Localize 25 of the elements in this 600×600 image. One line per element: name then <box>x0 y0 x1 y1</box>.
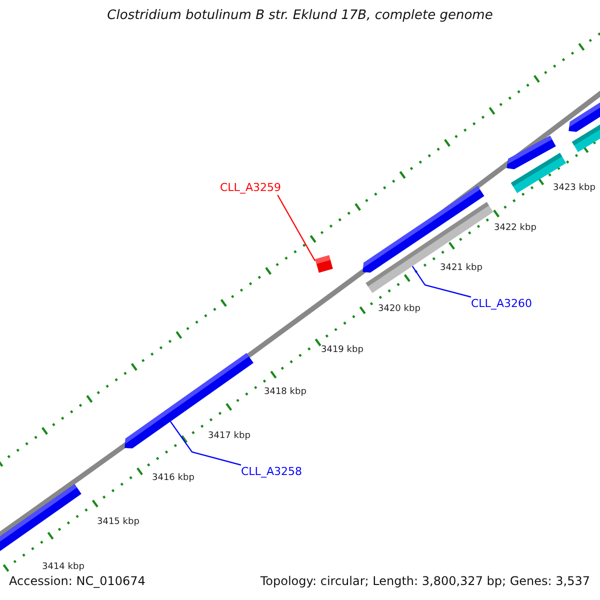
leader-line <box>412 266 472 298</box>
leader-line <box>277 194 316 262</box>
gene-bar <box>568 100 600 132</box>
scale-label: 3416 kbp <box>152 474 194 484</box>
scale-label: 3417 kbp <box>208 432 250 442</box>
scale-label: 3418 kbp <box>264 388 306 398</box>
gene-label: CLL_A3260 <box>471 298 532 310</box>
scale-label: 3414 kbp <box>42 563 84 573</box>
scale-label: 3419 kbp <box>321 346 364 356</box>
gene-bar <box>0 484 82 553</box>
scale-label: 3421 kbp <box>440 264 482 274</box>
scale-label: 3415 kbp <box>97 518 140 528</box>
leader-line <box>170 421 242 466</box>
gene-bar <box>572 122 600 152</box>
gene-bar <box>315 255 333 273</box>
scale-label: 3420 kbp <box>378 305 420 315</box>
gene-label: CLL_A3259 <box>220 182 281 194</box>
scale-label: 3422 kbp <box>494 224 536 234</box>
accession-text: Accession: NC_010674 <box>9 575 146 588</box>
genome-info-text: Topology: circular; Length: 3,800,327 bp; Genes: 3,537 <box>260 575 590 588</box>
gene-bar <box>124 353 254 448</box>
scale-label: 3423 kbp <box>553 184 596 194</box>
gene-bar <box>366 202 494 293</box>
genome-title: Clostridium botulinum B str. Eklund 17B, complete genome <box>106 9 494 24</box>
gene-label: CLL_A3258 <box>241 466 302 478</box>
